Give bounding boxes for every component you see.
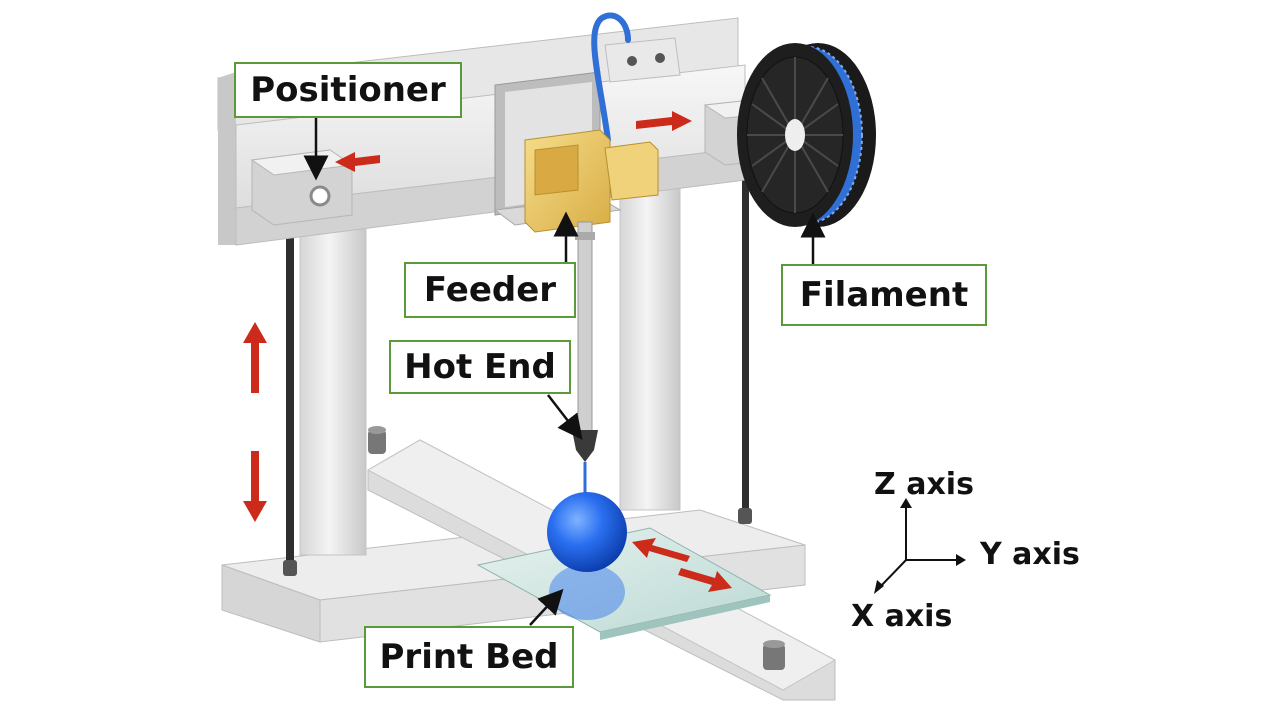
print-bed-label: Print Bed bbox=[364, 626, 574, 688]
z-axis-label: Z axis bbox=[874, 467, 974, 502]
right-column bbox=[619, 149, 752, 524]
feeder-label: Feeder bbox=[404, 262, 576, 318]
left-column bbox=[283, 199, 367, 576]
feeder-unit bbox=[524, 129, 659, 495]
motion-arrow-icon bbox=[243, 111, 732, 592]
filament-spool-icon bbox=[737, 43, 876, 227]
filament-label: Filament bbox=[781, 264, 987, 326]
y-axis-label: Y axis bbox=[980, 537, 1080, 572]
axis-gizmo bbox=[874, 498, 966, 594]
pointer-arrow-icon bbox=[303, 118, 826, 626]
filament-tube bbox=[591, 12, 631, 143]
hot-end-label: Hot End bbox=[389, 340, 571, 394]
x-axis-label: X axis bbox=[851, 599, 953, 634]
positioner-label: Positioner bbox=[234, 62, 462, 118]
print-object-icon bbox=[547, 492, 627, 620]
